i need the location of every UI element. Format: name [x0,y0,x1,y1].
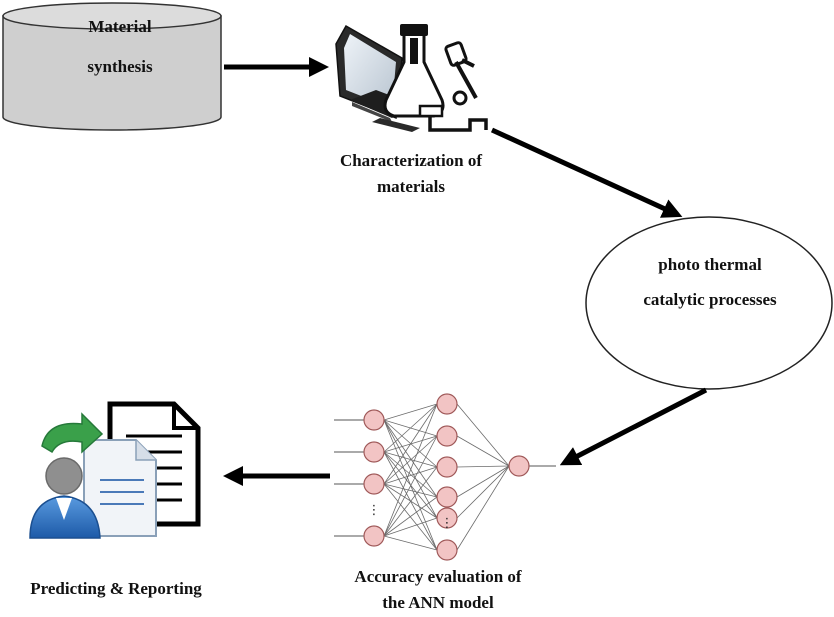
predicting-reporting-label: Predicting & Reporting [30,579,202,598]
user-icon [29,457,101,539]
flask-icon [383,24,445,118]
ann-connection [383,517,438,537]
ann-neuron-layer-2 [436,539,458,561]
ann-connection [456,465,510,468]
ann-connection [456,465,510,519]
ann-connection [456,465,510,498]
ann-neuron-layer-2 [436,456,458,478]
ann-neuron-layer-1 [363,525,385,547]
ann-connection [456,435,510,467]
ann-connection [456,465,510,551]
ann-connection [383,451,438,519]
material-synthesis-label-line2: synthesis [87,57,153,76]
ann-connection [383,403,438,453]
arrow-characterization-to-photothermal [490,127,683,218]
material-synthesis-label-line1: Material [88,17,152,36]
green-arrow-icon [41,412,104,454]
ann-neuron-layer-1 [363,473,385,495]
ann-connection [383,435,438,485]
microscope-icon [418,41,488,132]
photo-thermal-ellipse [585,216,833,390]
ann-neuron-layer-1 [363,441,385,463]
ann-ellipsis-hidden: ⋮ [441,516,454,531]
arrow-photothermal-to-ann [559,387,708,466]
ann-connection [383,483,438,498]
ann-evaluation-label-line2: the ANN model [382,593,494,612]
characterization-label-line2: materials [377,177,445,196]
ann-connection [383,403,438,485]
ann-neuron-layer-2 [436,507,458,529]
ann-connection [456,403,510,467]
ann-connection [383,496,438,537]
ann-connection [383,435,438,537]
ann-neuron-layer-3 [508,455,530,477]
ann-connection [383,403,438,421]
characterization-label-line1: Characterization of [339,151,483,170]
ann-neuron-layer-2 [436,486,458,508]
ann-connection [383,466,438,537]
ann-ellipsis-input: ⋮ [368,503,381,518]
ann-evaluation-label-line1: Accuracy evaluation of [354,567,522,586]
photo-thermal-label-line2: catalytic processes [643,290,777,309]
ann-connection [383,535,438,551]
ann-connection [383,483,438,551]
ann-neuron-layer-2 [436,393,458,415]
ann-network [334,393,556,561]
material-synthesis-cylinder [2,2,222,131]
ann-connection [383,466,438,485]
ann-neuron-layer-1 [363,409,385,431]
ann-neuron-layer-2 [436,425,458,447]
ann-connection [383,451,438,498]
photo-thermal-label-line1: photo thermal [658,255,762,274]
ann-connection [383,419,438,498]
ann-connection [383,403,438,537]
